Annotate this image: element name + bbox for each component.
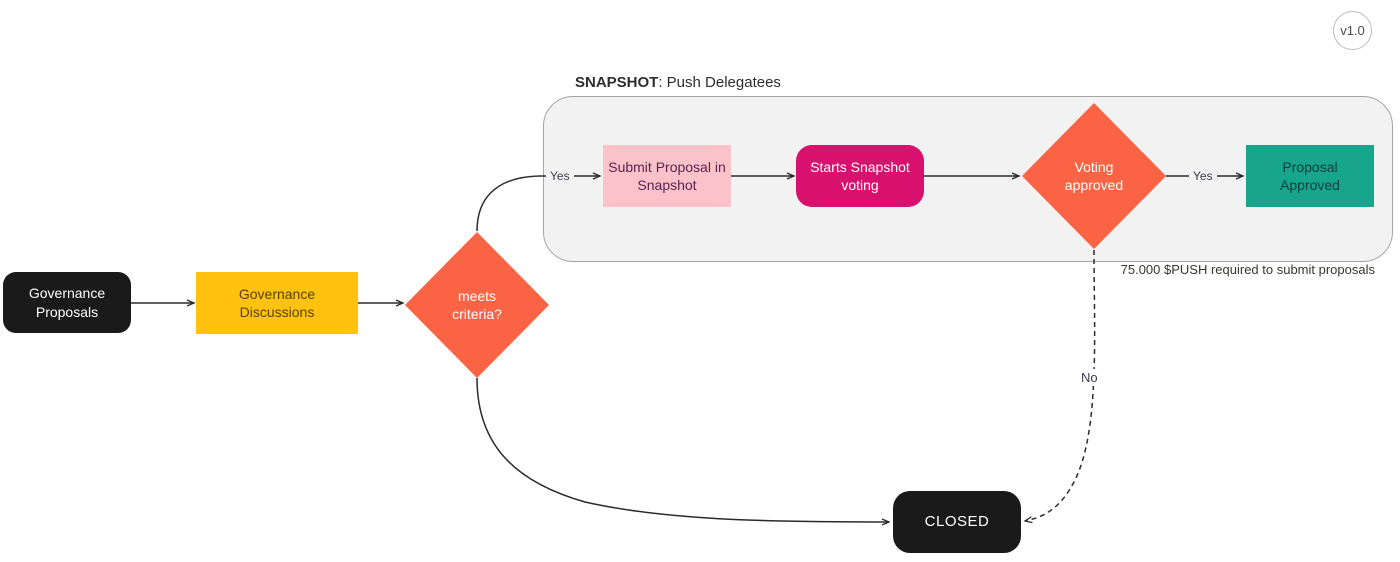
- node-governance-discussions: Governance Discussions: [196, 272, 358, 334]
- version-badge: v1.0: [1333, 11, 1372, 50]
- node-proposal-approved: Proposal Approved: [1246, 145, 1374, 207]
- node-closed: CLOSED: [893, 491, 1021, 553]
- node-governance-proposals: Governance Proposals: [3, 272, 131, 333]
- snapshot-group-title-bold: SNAPSHOT: [575, 74, 659, 91]
- edge-label-criteria-yes: Yes: [546, 168, 574, 184]
- edge-criteria-no-to-closed: [476, 377, 891, 526]
- edge-label-voting-yes: Yes: [1189, 168, 1217, 184]
- push-requirement-note: 75.000 $PUSH required to submit proposal…: [1120, 262, 1375, 277]
- meets-criteria-label: meets criteria?: [452, 288, 502, 323]
- snapshot-group-title-rest: : Push Delegatees: [658, 74, 781, 91]
- edge-label-voting-no: No: [1077, 369, 1102, 386]
- node-starts-snapshot-voting: Starts Snapshot voting: [796, 145, 924, 207]
- voting-approved-label: Voting approved: [1064, 159, 1124, 194]
- node-submit-proposal: Submit Proposal in Snapshot: [603, 145, 731, 207]
- snapshot-group-title: SNAPSHOT: Push Delegatees: [575, 74, 781, 91]
